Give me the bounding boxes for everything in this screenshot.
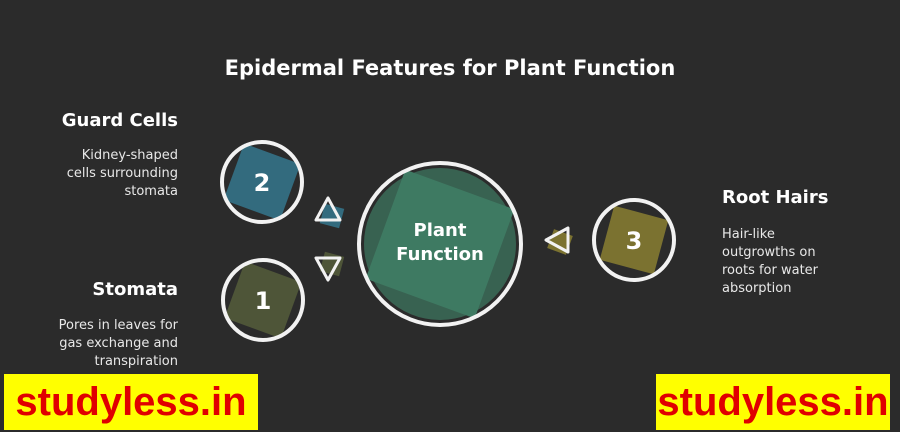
arrow-up-icon: [314, 196, 345, 229]
guard-cells-heading: Guard Cells: [61, 110, 178, 131]
root-hairs-heading: Root Hairs: [722, 187, 829, 208]
svg-text:1: 1: [255, 287, 272, 315]
svg-text:Function: Function: [396, 244, 484, 265]
arrow-down-icon: [314, 251, 345, 282]
watermark-left: studyless.in: [4, 374, 258, 430]
circle-stomata: 1: [221, 258, 305, 342]
watermark-right: studyless.in: [656, 374, 890, 430]
svg-text:3: 3: [626, 227, 643, 255]
circle-root-hairs: 3: [592, 198, 676, 282]
stomata-heading: Stomata: [92, 279, 178, 300]
circle-plant-function: Plant Function: [357, 161, 523, 327]
svg-text:2: 2: [254, 169, 271, 197]
circle-guard-cells: 2: [220, 140, 304, 224]
diagram-title: Epidermal Features for Plant Function: [224, 56, 676, 80]
arrow-left-icon: [544, 226, 573, 255]
svg-text:Plant: Plant: [414, 220, 467, 241]
